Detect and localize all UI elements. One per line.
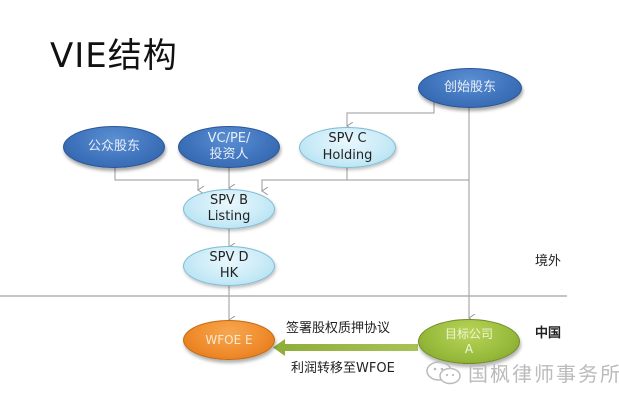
node-target-company-a: 目标公司 A [418,319,520,364]
diagram-title: VIE结构 [50,36,178,76]
node-spv-b-listing: SPV B Listing [183,189,275,229]
node-spv-c-holding: SPV C Holding [299,127,396,168]
profit-transfer-arrow [273,339,418,356]
label-pledge-agreement: 签署股权质押协议 [286,321,391,336]
label-china: 中国 [535,326,562,341]
label-profit-transfer: 利润转移至WFOE [291,361,395,376]
node-vc-pe-investors: VC/PE/ 投资人 [178,126,280,168]
connector-public-spvb [114,165,198,190]
label-offshore: 境外 [535,254,562,269]
watermark-text: 国枫律师事务所 [468,362,619,386]
wechat-icon [425,360,463,390]
connector-spvc-spvb [262,168,348,191]
node-wfoe-e: WFOE E [183,320,275,360]
node-public-shareholders: 公众股东 [63,126,165,168]
connector-founders-spvc [347,102,435,126]
node-founders: 创始股东 [418,68,522,108]
node-spv-d-hk: SPV D HK [183,246,275,286]
